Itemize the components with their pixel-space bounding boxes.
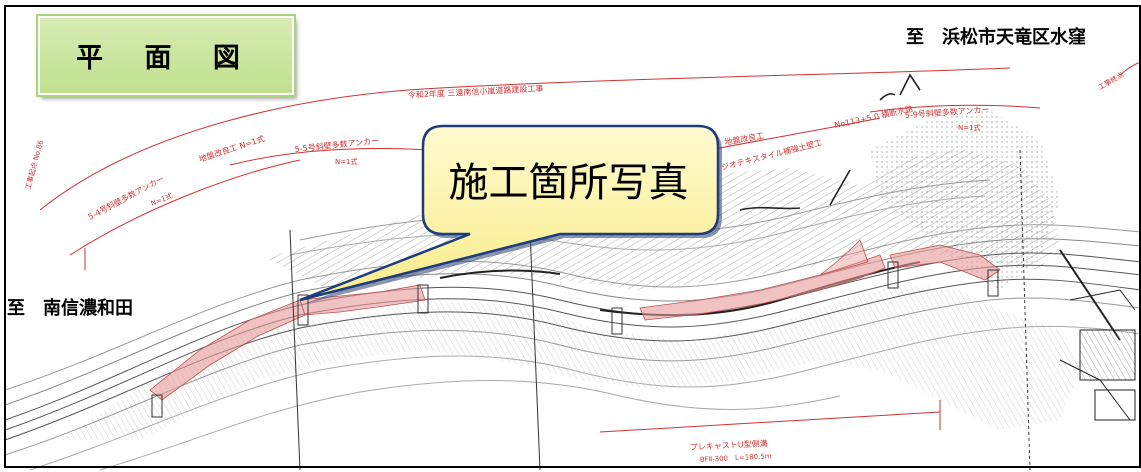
river-features <box>739 73 921 211</box>
annotation-precast: プレキャストU型側溝 <box>690 438 768 452</box>
direction-label-left: 至 南信濃和田 <box>7 298 133 319</box>
right-structure <box>1059 289 1136 421</box>
annotation-leaders <box>39 61 1141 433</box>
annotation-anchor-5-5-qty: N=1式 <box>335 157 358 166</box>
construction-areas <box>149 239 1001 401</box>
annotation-precast-spec: BFⅡ-300 L=180.5m <box>700 452 772 464</box>
station-markers <box>151 149 1031 471</box>
annotation-anchor-5-9-qty: N=1式 <box>958 123 981 132</box>
direction-label-top-right: 至 浜松市天竜区水窪 <box>906 27 1086 48</box>
callout-label: 施工箇所写真 <box>448 160 689 206</box>
callout-bubble <box>299 124 722 304</box>
drawing-frame <box>4 5 1141 468</box>
page-title: 平 面 図 <box>38 16 294 95</box>
